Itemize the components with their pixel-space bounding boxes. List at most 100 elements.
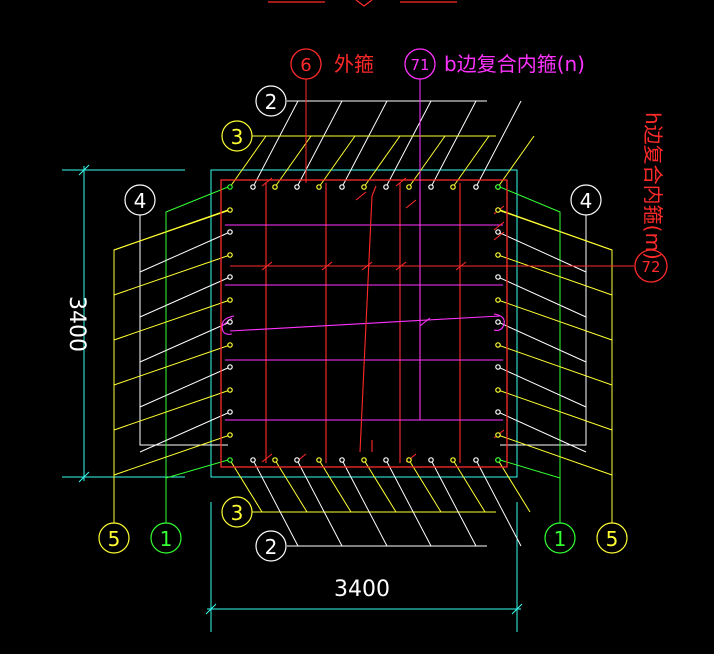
rebar-dot	[227, 252, 233, 258]
rebar-3-bottom-leader	[274, 459, 308, 513]
callout-rebar-4-left: 4	[124, 184, 156, 216]
rebar-2-bottom-leader	[341, 459, 388, 547]
rebar-2-top-leaders	[252, 100, 522, 188]
rebar-right-leader	[497, 434, 613, 476]
rebar-2-top-leader	[341, 100, 388, 188]
rebar-dot	[406, 457, 412, 463]
crosstie-hook-left	[221, 315, 235, 335]
rebar-right-leader	[497, 366, 587, 408]
rebar-2-bottom-leader	[296, 459, 343, 547]
rebar-3-top-leader	[363, 135, 401, 188]
callout-rebar-5-left: 5	[98, 522, 130, 554]
rebar-dot	[227, 457, 233, 463]
rebar-1-right-lower	[499, 459, 561, 523]
dimension-width-label: 3400	[334, 577, 390, 602]
callout-rebar-3-bottom: 3	[221, 496, 253, 528]
rebar-right-leader	[497, 389, 613, 431]
rebar-right-leader	[497, 321, 587, 363]
rebar-2-bottom-leader	[430, 459, 477, 547]
rebar-dot	[495, 409, 501, 415]
rebar-left-leader	[139, 231, 231, 273]
rebar-right-leader	[497, 344, 613, 386]
rebar-2-top-leader	[385, 100, 432, 188]
rebar-2-bottom-leaders	[252, 459, 522, 547]
stirrup-hook	[405, 199, 417, 209]
callout-rebar-1-left: 1	[150, 522, 182, 554]
rebar-dot	[495, 252, 501, 258]
rebar-dot	[227, 387, 233, 393]
longitudinal-rebars	[227, 184, 501, 463]
rebar-dot	[473, 457, 479, 463]
rebar-dot	[227, 297, 233, 303]
callout-outer-stirrup: 6 外箍	[290, 48, 374, 80]
callout-6-number: 6	[300, 55, 311, 76]
rebar-dot	[495, 342, 501, 348]
rebar-1-right-rail	[499, 186, 561, 523]
right-side-rebar-leaders	[497, 186, 613, 523]
rebar-4-left-rail	[139, 215, 228, 446]
rebar-dot	[227, 364, 233, 370]
stirrup-hook	[261, 453, 273, 463]
callout-71-number: 71	[410, 56, 429, 74]
rebar-dot	[495, 319, 501, 325]
rebar-left-leader	[113, 254, 231, 296]
rebar-dot	[495, 432, 501, 438]
rebar-dot	[450, 457, 456, 463]
rebar-dot	[294, 184, 300, 190]
rebar-3-top-leader	[408, 135, 446, 188]
rebar-2-bottom-leader	[475, 459, 522, 547]
rebar-dot	[227, 184, 233, 190]
rebar-dot	[227, 432, 233, 438]
rebar-3-top-leader	[497, 135, 535, 188]
callout-rebar-4-right: 4	[570, 184, 602, 216]
rebar-dot	[450, 184, 456, 190]
rebar-left-leader	[139, 321, 231, 363]
rebar-dot	[316, 184, 322, 190]
rebar-2-bottom-leader	[385, 459, 432, 547]
rebar-1-left-number: 1	[160, 527, 173, 551]
rebar-left-leader	[113, 389, 231, 431]
rebar-2-bottom-leader	[252, 459, 299, 547]
rebar-left-leader	[139, 276, 231, 318]
rebar-right-leader	[497, 209, 613, 251]
rebar-dot	[495, 297, 501, 303]
rebar-left-leader	[113, 299, 231, 341]
rebar-dot	[473, 184, 479, 190]
rebar-dot	[227, 319, 233, 325]
rebar-dot	[495, 229, 501, 235]
rebar-dot	[495, 207, 501, 213]
rebar-dot	[383, 184, 389, 190]
rebar-dot	[428, 184, 434, 190]
rebar-dot	[339, 457, 345, 463]
rebar-5-left-number: 5	[108, 527, 121, 551]
rebar-2-top-number: 2	[265, 90, 278, 114]
rebar-dot	[406, 184, 412, 190]
rebar-dot	[294, 457, 300, 463]
rebar-dot	[428, 457, 434, 463]
callout-rebar-3-top: 3	[221, 120, 253, 152]
rebar-1-right-number: 1	[554, 527, 567, 551]
rebar-right-leader	[497, 411, 587, 453]
callout-6-text: 外箍	[334, 52, 374, 76]
rebar-dot	[383, 457, 389, 463]
rebar-1-left-lower	[165, 459, 229, 523]
rebar-left-leader	[139, 411, 231, 453]
outer-stirrup	[220, 179, 508, 468]
crosstie-hook-right	[493, 313, 505, 331]
stirrup-hook	[261, 177, 273, 187]
callout-rebar-2-top: 2	[255, 85, 287, 117]
left-side-rebar-leaders	[113, 186, 231, 523]
rebar-3-bottom-leader	[408, 459, 442, 513]
rebar-dot	[495, 364, 501, 370]
callout-72-number: 72	[641, 258, 660, 276]
rebar-right-leader	[497, 299, 613, 341]
rebar-right-leader	[497, 254, 613, 296]
rebar-dot	[227, 207, 233, 213]
rebar-dot	[227, 274, 233, 280]
rebar-3-top-number: 3	[231, 125, 244, 149]
callout-rebar-2-bottom: 2	[255, 530, 287, 562]
rebar-2-top-leader	[296, 100, 343, 188]
rebar-dot	[495, 184, 501, 190]
rebar-dot	[250, 457, 256, 463]
